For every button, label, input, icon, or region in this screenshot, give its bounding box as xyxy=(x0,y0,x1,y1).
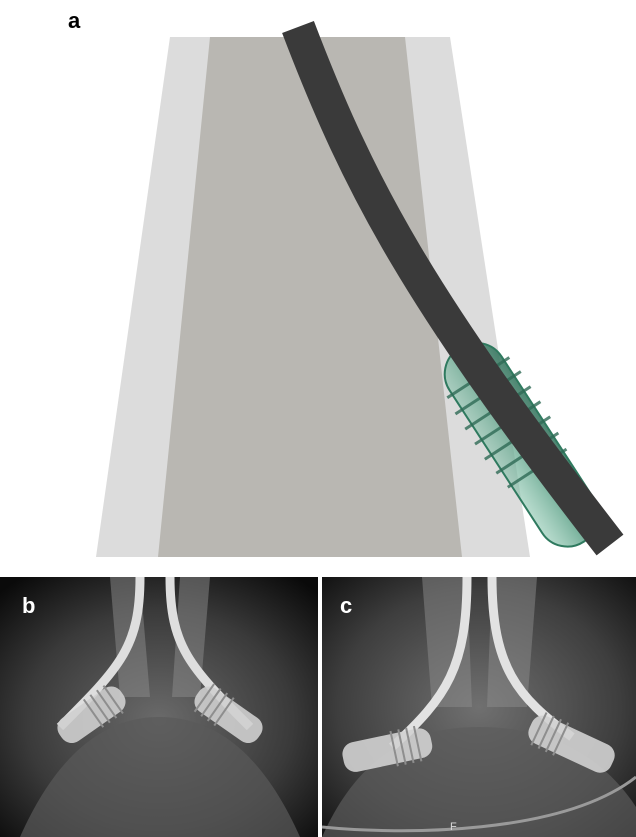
panel-c-xray: c F xyxy=(322,577,636,837)
panel-a-schematic: a xyxy=(0,0,636,570)
xray-image-b xyxy=(0,577,318,837)
panel-label-c: c xyxy=(340,595,352,617)
panel-label-a: a xyxy=(68,10,80,32)
schematic-drawing xyxy=(0,0,636,570)
marker-f: F xyxy=(450,821,457,833)
xray-image-c xyxy=(322,577,636,837)
panel-b-xray: b xyxy=(0,577,318,837)
panel-label-b: b xyxy=(22,595,35,617)
